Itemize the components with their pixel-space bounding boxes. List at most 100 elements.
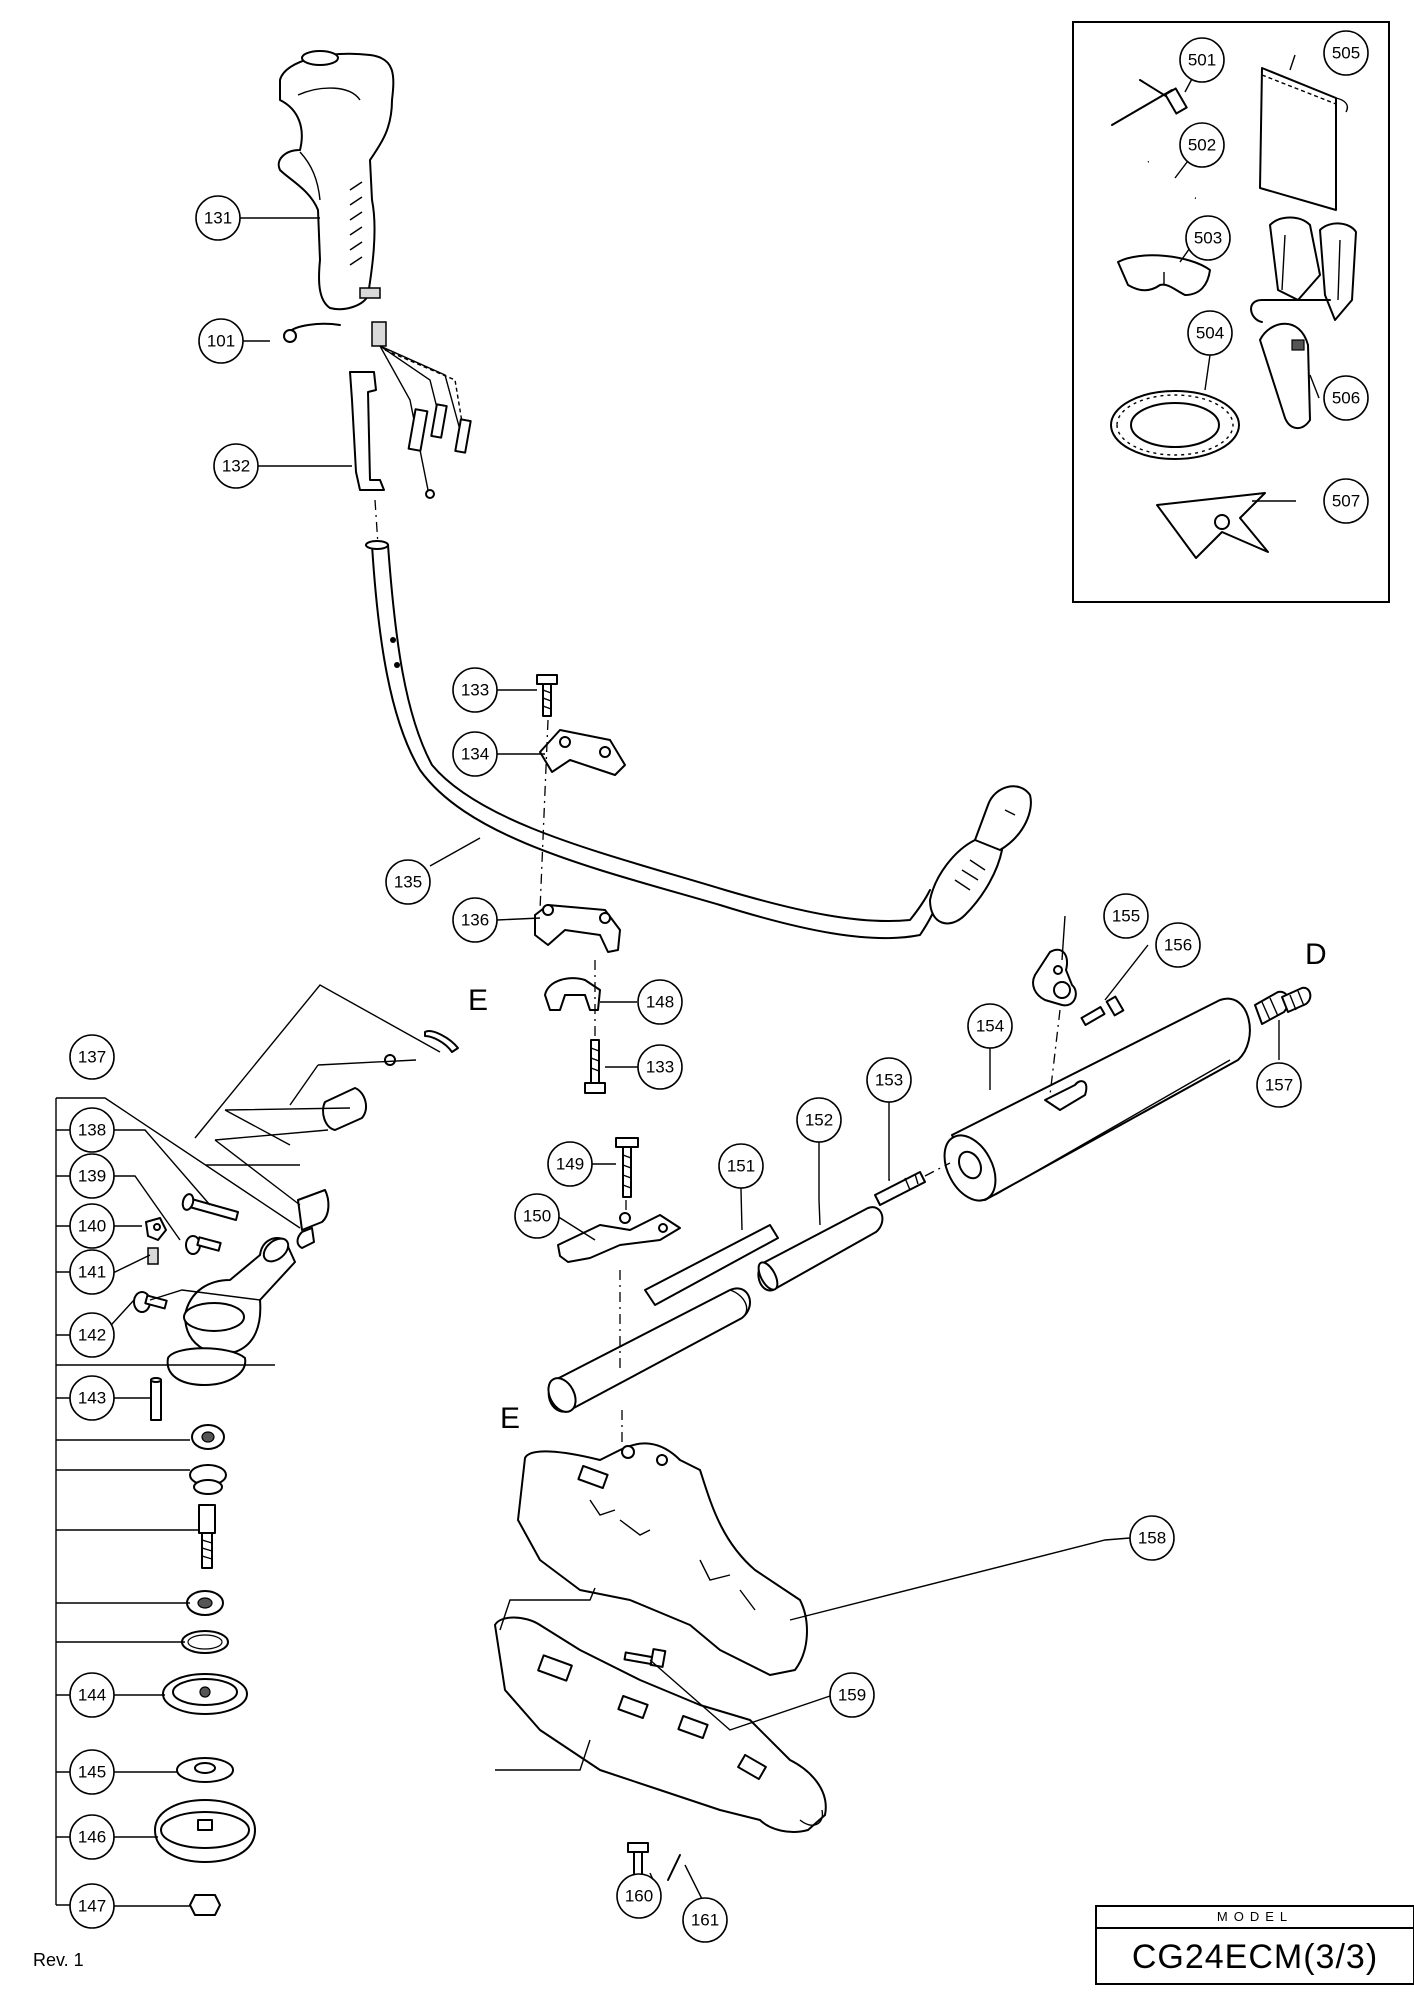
- svg-text:138: 138: [78, 1121, 106, 1140]
- snap-ring: [181, 1630, 229, 1654]
- svg-text:132: 132: [222, 457, 250, 476]
- svg-text:143: 143: [78, 1389, 106, 1408]
- svg-text:131: 131: [204, 209, 232, 228]
- nut-147: [189, 1894, 221, 1916]
- callout-157: 157: [1256, 1062, 1302, 1108]
- screw-156: [1080, 995, 1125, 1026]
- throttle-cover-132: [349, 371, 385, 491]
- callout-158: 158: [1129, 1515, 1175, 1561]
- shim-ring-504: [1110, 390, 1240, 460]
- callout-141: 141: [69, 1249, 115, 1295]
- screw-on-guard: [623, 1648, 667, 1668]
- clip-140: [145, 1217, 167, 1241]
- box-wrench-501: [1111, 79, 1188, 126]
- svg-text:154: 154: [976, 1017, 1004, 1036]
- clamp-spacer-148: [544, 977, 601, 1011]
- svg-text:153: 153: [875, 1071, 903, 1090]
- callout-132: 132: [213, 443, 259, 489]
- bolt-142: [133, 1291, 168, 1313]
- svg-text:507: 507: [1332, 492, 1360, 511]
- revision-label: Rev. 1: [33, 1950, 84, 1970]
- svg-text:133: 133: [461, 681, 489, 700]
- svg-text:133: 133: [646, 1058, 674, 1077]
- callout-151: 151: [718, 1143, 764, 1189]
- pin-143: [150, 1377, 162, 1421]
- callout-134: 134: [452, 731, 498, 777]
- svg-text:101: 101: [207, 332, 235, 351]
- clamp-lower-136: [534, 904, 621, 953]
- svg-text:144: 144: [78, 1686, 106, 1705]
- callout-147: 147: [69, 1883, 115, 1929]
- drive-gear: [189, 1464, 227, 1495]
- main-pipe-154: [943, 997, 1251, 1202]
- bearing-lower: [186, 1590, 224, 1616]
- wire-harness: [371, 321, 472, 499]
- bolt-133-top: [536, 674, 558, 717]
- svg-text:149: 149: [556, 1155, 584, 1174]
- svg-text:158: 158: [1138, 1529, 1166, 1548]
- callout-144: 144: [69, 1672, 115, 1718]
- guard-159: [494, 1616, 827, 1833]
- svg-text:147: 147: [78, 1897, 106, 1916]
- leader-lines: [240, 54, 1320, 1906]
- callout-137: 137: [69, 1034, 115, 1080]
- rubber-sheet-151: [644, 1224, 779, 1306]
- callout-135: 135: [385, 859, 431, 905]
- svg-text:505: 505: [1332, 44, 1360, 63]
- callout-133-bottom: 133: [637, 1044, 683, 1090]
- bevel-gear: [296, 1030, 459, 1249]
- inner-liner-152: [757, 1206, 884, 1292]
- svg-text:152: 152: [805, 1111, 833, 1130]
- svg-text:156: 156: [1164, 936, 1192, 955]
- callout-501: 501: [1179, 37, 1225, 83]
- spindle: [198, 1504, 216, 1569]
- safety-goggles-503: [1117, 254, 1211, 296]
- bolt-160: [627, 1842, 649, 1879]
- svg-text:501: 501: [1188, 51, 1216, 70]
- callout-505: 505: [1323, 30, 1369, 76]
- svg-text:141: 141: [78, 1263, 106, 1282]
- callout-146: 146: [69, 1814, 115, 1860]
- bolt-133-bottom: [584, 1039, 606, 1094]
- svg-text:139: 139: [78, 1167, 106, 1186]
- svg-text:137: 137: [78, 1048, 106, 1067]
- callout-159: 159: [829, 1672, 875, 1718]
- section-label-d: D: [1305, 938, 1327, 971]
- svg-text:145: 145: [78, 1763, 106, 1782]
- callout-149: 149: [547, 1141, 593, 1187]
- bolt-139: [185, 1235, 222, 1255]
- svg-text:142: 142: [78, 1326, 106, 1345]
- grommet-157: [1254, 986, 1312, 1025]
- callout-160: 160: [616, 1873, 662, 1919]
- svg-text:151: 151: [727, 1157, 755, 1176]
- callout-506: 506: [1323, 375, 1369, 421]
- hook-part-101: [287, 322, 341, 334]
- callout-161: 161: [682, 1897, 728, 1943]
- group-bracket-137: [55, 984, 441, 1907]
- callout-155: 155: [1103, 893, 1149, 939]
- svg-text:504: 504: [1196, 324, 1224, 343]
- bracket-155: [1032, 948, 1077, 1007]
- hex-key-502: [1126, 160, 1196, 200]
- accessory-box: [1072, 21, 1390, 603]
- bolt-138: [181, 1193, 239, 1221]
- washer-161: [667, 1854, 681, 1881]
- model-title-block: MODEL CG24ECM(3/3): [1095, 1905, 1414, 1985]
- callout-507: 507: [1323, 478, 1369, 524]
- callout-131: 131: [195, 195, 241, 241]
- section-label-e-bottom: E: [500, 1402, 520, 1435]
- svg-text:135: 135: [394, 873, 422, 892]
- svg-text:502: 502: [1188, 136, 1216, 155]
- model-name: CG24ECM(3/3): [1131, 1938, 1379, 1976]
- handle-bar-135: [365, 540, 1032, 940]
- callout-502: 502: [1179, 122, 1225, 168]
- section-label-e-top: E: [468, 984, 488, 1017]
- callout-139: 139: [69, 1153, 115, 1199]
- callout-133-top: 133: [452, 667, 498, 713]
- bag-505: [1259, 67, 1349, 211]
- svg-text:136: 136: [461, 911, 489, 930]
- callout-101: 101: [198, 318, 244, 364]
- callout-152: 152: [796, 1097, 842, 1143]
- bearing-upper: [191, 1424, 225, 1450]
